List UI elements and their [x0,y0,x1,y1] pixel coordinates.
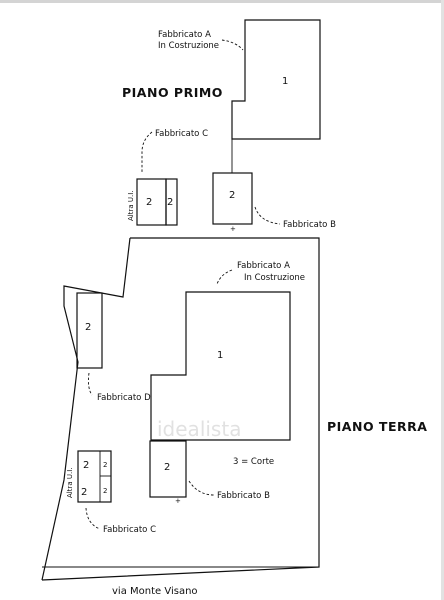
site-boundary-left [41,237,131,581]
street-label: via Monte Visano [112,586,198,597]
fabbricato-c-top-label: Fabbricato C [155,129,208,139]
leader-fabbricato-a-top [221,39,244,51]
fabbricato-d [76,292,103,369]
fabbricato-b-ground-floor [149,440,187,498]
in-costruzione-top-label: In Costruzione [158,41,219,51]
leader-fabbricato-a-mid [216,269,233,285]
altra-ui-ground-floor-label: Altra U.I. [66,467,74,498]
fabbricato-c-ground-number-3: 2 [81,487,87,498]
fabbricato-c-ground-number-1: 2 [83,460,89,471]
fabbricato-b-first-floor [212,172,253,225]
fabbricato-c-first-floor-annex [165,178,178,226]
fabbricato-d-label: Fabbricato D [97,393,151,403]
fabbricato-b-first-floor-number: 2 [229,190,235,201]
watermark: idealista [157,417,241,441]
small-mark: + [230,225,236,233]
fabbricato-b-bottom-label: Fabbricato B [217,491,270,501]
piano-terra-title: PIANO TERRA [327,419,427,434]
fabbricato-c-bottom-label: Fabbricato C [103,525,156,535]
fabbricato-d-number: 2 [85,322,91,333]
fabbricato-b-top-label: Fabbricato B [283,220,336,230]
altra-ui-first-floor-label: Altra U.I. [127,190,135,221]
fabbricato-a-top-label: Fabbricato A [158,30,211,40]
leader-fabbricato-c-top [141,131,153,172]
fabbricato-a-mid-label: Fabbricato A [237,261,290,271]
fabbricato-a-first-floor [231,19,321,140]
fabbricato-c-ground-number-4: 2 [103,487,107,495]
leader-fabbricato-d [87,372,93,396]
right-border [441,0,444,600]
leader-fabbricato-c-bottom [85,507,101,530]
fabbricato-c-ground-floor [77,450,112,503]
fabbricato-c-ground-number-2: 2 [103,461,107,469]
leader-fabbricato-b-bottom [188,480,215,496]
fabbricato-a-first-floor-number: 1 [282,76,288,87]
fabbricato-a-ground-floor [150,291,291,441]
small-mark: + [175,497,181,505]
fabbricato-a-ground-floor-number: 1 [217,350,223,361]
fabbricato-c-first-floor-number: 2 [146,197,152,208]
corte-label: 3 = Corte [233,457,274,467]
fabbricato-b-ground-floor-number: 2 [164,462,170,473]
top-border [0,0,444,3]
in-costruzione-mid-label: In Costruzione [244,273,305,283]
leader-fabbricato-b-top [254,206,281,225]
piano-primo-title: PIANO PRIMO [122,85,223,100]
fabbricato-c-first-floor-annex-number: 2 [167,197,173,208]
site-boundary [41,237,320,581]
